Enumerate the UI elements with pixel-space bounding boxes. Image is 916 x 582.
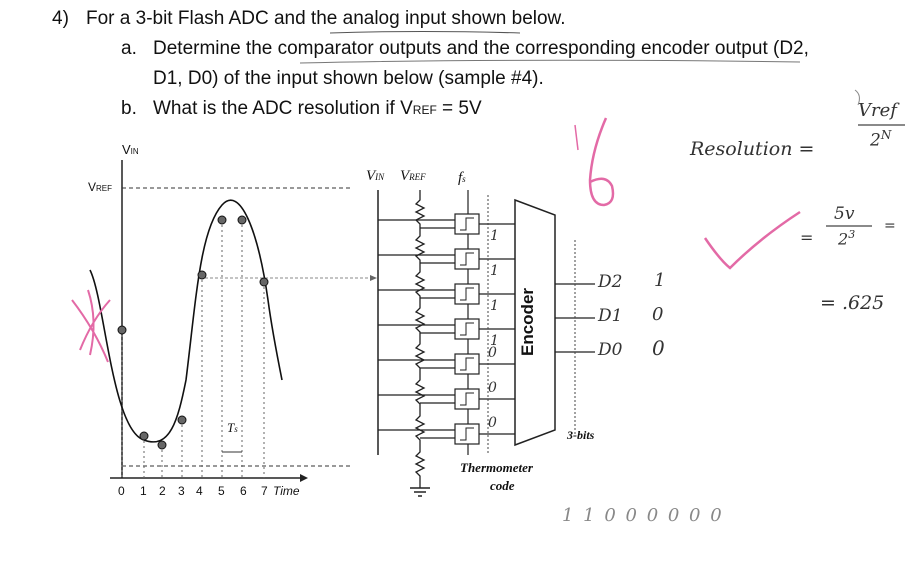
comparator-mark-6: 0	[488, 380, 497, 396]
tick-6: 6	[240, 484, 247, 498]
comparator-mark-1: 1	[490, 228, 499, 244]
bit-d2-value: 1	[654, 270, 666, 291]
tick-3: 3	[178, 484, 185, 498]
ts-t: T	[227, 420, 235, 435]
graph-vin-sub: IN	[130, 147, 139, 156]
sample-arrow-head	[370, 275, 377, 281]
pink-six-mark	[588, 117, 615, 207]
resistor-ladder	[414, 190, 426, 488]
circuit-vin-label: VIN	[366, 168, 384, 185]
bits-label: 3-bits	[567, 428, 595, 442]
calc-eq-1: =	[800, 228, 814, 247]
graph-vref-label: VREF	[88, 180, 112, 194]
ground-symbol	[410, 487, 430, 497]
circuit-vin-sub: IN	[375, 172, 385, 182]
comparator-mark-3: 1	[490, 298, 499, 314]
encoder-label: Encoder	[518, 287, 537, 356]
analog-input-wave	[89, 199, 283, 443]
tick-5: 5	[218, 484, 225, 498]
part-b-label: b.	[121, 98, 137, 119]
pink-x-mark	[71, 289, 111, 363]
circuit-vref-label: VREF	[400, 168, 426, 185]
circuit-fs-f: f	[458, 170, 463, 186]
circuit-vref-v: V	[400, 168, 410, 184]
part-b-suffix: = 5V	[436, 98, 482, 119]
pink-tick	[574, 124, 579, 151]
tick-7: 7	[261, 484, 268, 498]
tick-0: 0	[118, 484, 125, 498]
comparator-mark-4: 1	[490, 333, 499, 349]
circuit-vref-sub: REF	[409, 172, 426, 182]
formula-denominator: 2N	[870, 128, 891, 151]
calc-result: = .625	[820, 292, 885, 314]
bit-d1-value: 0	[652, 304, 664, 325]
question-number: 4)	[52, 8, 69, 29]
calc-numerator: 5v	[834, 204, 855, 224]
graph-vref-v: V	[88, 180, 97, 194]
formula-mark	[854, 89, 860, 106]
comparator-mark-5: 0	[488, 345, 497, 361]
comparators	[378, 195, 515, 455]
calc-den-base: 2	[838, 229, 849, 249]
calc-denominator: 23	[838, 228, 855, 248]
thermometer-label-2: code	[490, 478, 515, 493]
calc-den-exp: 3	[848, 228, 856, 241]
x-axis-arrow	[300, 474, 308, 482]
output-d2: D2	[598, 272, 623, 292]
tick-1: 1	[140, 484, 147, 498]
pink-check-mark	[703, 210, 801, 270]
circuit-vin-v: V	[366, 168, 376, 184]
comparator-mark-7: 0	[488, 415, 497, 431]
formula-den-base: 2	[870, 130, 881, 151]
part-a-line2: D1, D0) of the input shown below (sample…	[153, 68, 544, 89]
ts-label: Ts	[227, 420, 238, 436]
resolution-text: Resolution =	[690, 138, 815, 160]
encoder-block	[514, 198, 556, 447]
underline-1	[329, 31, 521, 34]
question-text: For a 3-bit Flash ADC and the analog inp…	[86, 8, 566, 29]
part-b-text: What is the ADC resolution if VREF = 5V	[153, 98, 482, 120]
ts-sub: s	[234, 424, 238, 434]
part-a-line1: Determine the comparator outputs and the…	[153, 38, 809, 59]
output-d0: D0	[598, 340, 623, 360]
comparator-mark-2: 1	[490, 263, 499, 279]
time-label: Time	[273, 484, 300, 498]
circuit-fs-sub: s	[462, 174, 466, 184]
formula-numerator: Vref	[858, 100, 897, 121]
underline-2	[299, 59, 801, 64]
circuit-fs-label: fs	[458, 170, 466, 187]
bit-d0-value: 0	[652, 336, 665, 360]
part-b-sub: REF	[412, 103, 437, 117]
part-b-prefix: What is the ADC resolution if V	[153, 98, 413, 119]
calc-eq-2: =	[884, 218, 896, 234]
tick-4: 4	[196, 484, 203, 498]
sample-gridlines	[121, 220, 265, 478]
tick-2: 2	[159, 484, 166, 498]
thermometer-label-1: Thermometer	[460, 460, 533, 475]
formula-den-exp: N	[880, 128, 892, 142]
graph-vref-sub: REF	[96, 184, 113, 193]
graph-vin-label: VIN	[122, 142, 139, 157]
sample-points	[117, 215, 269, 450]
thermometer-written: 1 1 0 0 0 0 0 0	[562, 505, 724, 526]
part-a-label: a.	[121, 38, 137, 59]
graph-vin-v: V	[122, 142, 131, 157]
output-d1: D1	[598, 306, 623, 326]
